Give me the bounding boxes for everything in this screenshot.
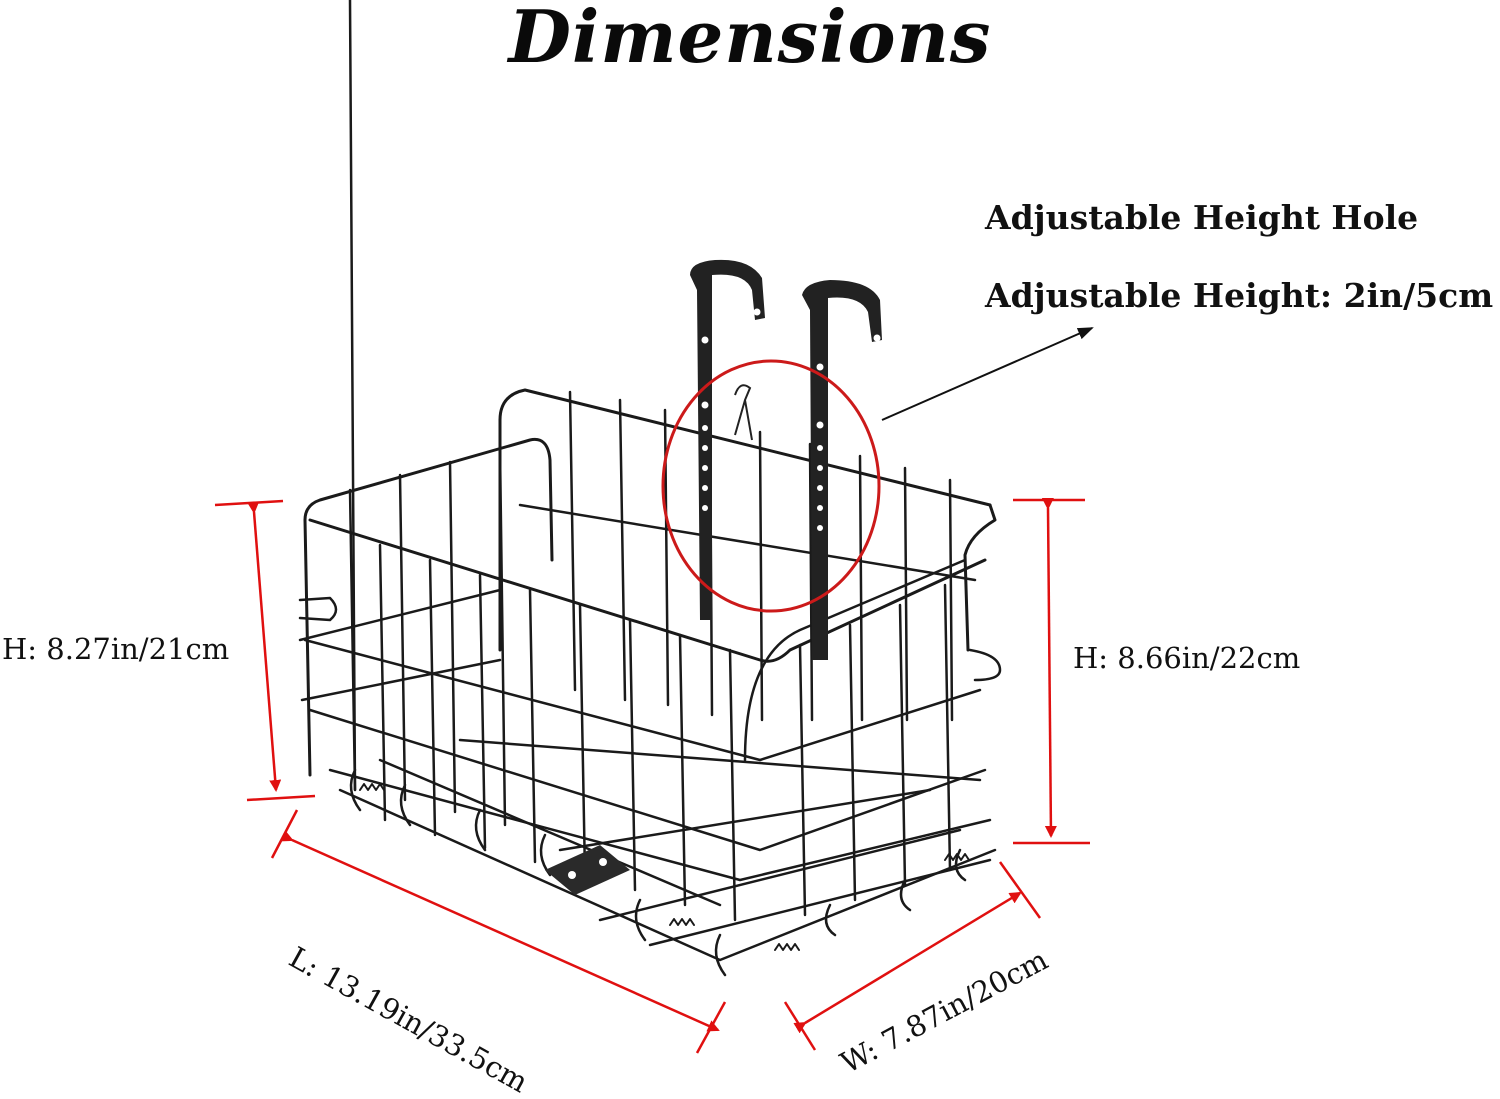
basket-illustration	[298, 0, 1002, 977]
hanging-straps	[690, 259, 882, 660]
height-right-dimension	[1041, 497, 1057, 838]
highlight-circle	[661, 359, 881, 613]
height-right-label: H: 8.66in/22cm	[1073, 641, 1301, 675]
length-dimension	[280, 830, 720, 1032]
callout-adjustable-height-hole: Adjustable Height Hole	[985, 198, 1419, 237]
page-title: Dimensions	[508, 0, 992, 79]
width-dimension	[793, 891, 1022, 1034]
height-left-label: H: 8.27in/21cm	[2, 632, 230, 666]
callout-arrow	[881, 327, 1094, 421]
dimension-lines	[214, 497, 1090, 1054]
callout-adjustable-height: Adjustable Height: 2in/5cm	[985, 276, 1494, 315]
height-left-dimension	[247, 501, 282, 792]
